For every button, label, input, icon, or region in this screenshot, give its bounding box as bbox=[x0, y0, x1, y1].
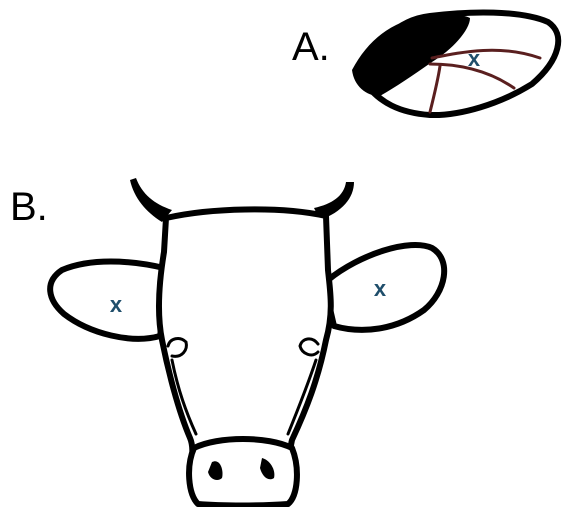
left-ear-mark: x bbox=[110, 292, 123, 317]
panel-b-label: B. bbox=[10, 185, 48, 229]
left-ear bbox=[50, 262, 166, 339]
wing-diagram: x bbox=[352, 12, 558, 115]
panel-a: A. x bbox=[292, 12, 558, 115]
cow-face-diagram: x x bbox=[50, 178, 444, 506]
panel-a-label: A. bbox=[292, 25, 330, 69]
panel-b: B. x x bbox=[10, 178, 444, 506]
wing-mark: x bbox=[468, 46, 481, 71]
right-ear-mark: x bbox=[374, 276, 387, 301]
muzzle bbox=[189, 439, 297, 506]
